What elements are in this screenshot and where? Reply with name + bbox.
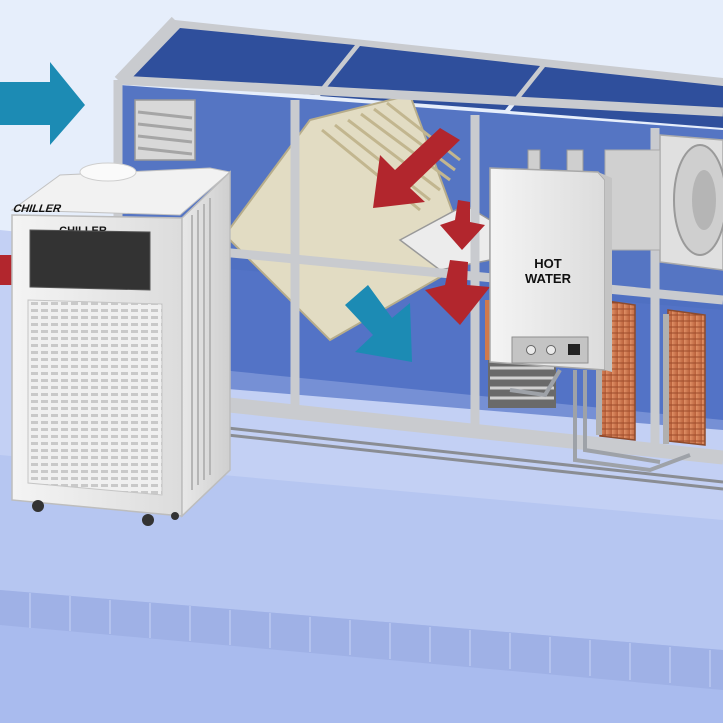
chiller-caster [32, 500, 44, 512]
chiller-unit: CHILLER CHILLER [10, 162, 232, 526]
inlet-damper [134, 99, 196, 161]
supply-fan [604, 134, 723, 271]
boiler-piping [509, 368, 691, 473]
cooling-coil [485, 300, 556, 408]
hot-water-boiler: HOT WATER [489, 149, 612, 372]
ahu-frame-bottom-pipes [199, 423, 723, 491]
boiler-label-line1: HOT [534, 256, 562, 271]
heating-coil-2 [663, 309, 706, 446]
chiller-display [29, 229, 151, 291]
flow-arrow-blue-inlet [0, 62, 85, 145]
chiller-grille [27, 299, 163, 496]
flow-arrow-red-supply [425, 200, 490, 325]
chiller-caster [171, 512, 179, 520]
flow-arrow-blue-exhaust [345, 285, 412, 362]
dial-icon [526, 345, 536, 355]
chiller-top-cap [79, 162, 137, 182]
switch-icon [568, 344, 580, 355]
dial-icon [546, 345, 556, 355]
chiller-caster [142, 514, 154, 526]
chiller-top-label: CHILLER [11, 203, 62, 215]
boiler-label-line2: WATER [525, 271, 572, 286]
flow-arrow-red-return [373, 128, 460, 208]
